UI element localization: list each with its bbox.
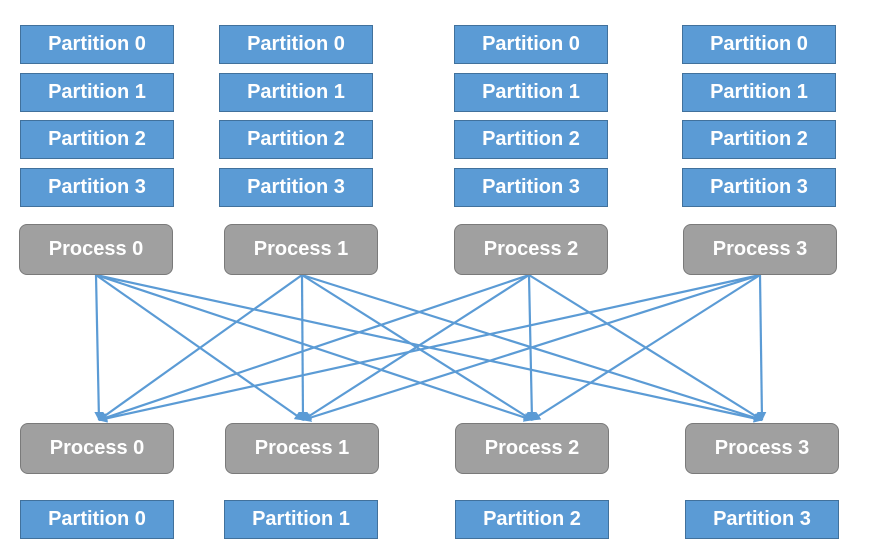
source-1-partition-3: Partition 3 xyxy=(219,168,373,207)
source-2-partition-3: Partition 3 xyxy=(454,168,608,207)
source-process-2: Process 2 xyxy=(454,224,608,275)
arrow-process-3-to-process-2 xyxy=(531,274,761,421)
arrow-process-1-to-process-1 xyxy=(298,274,308,421)
arrow-process-3-to-process-3 xyxy=(757,274,767,421)
target-partition-2: Partition 2 xyxy=(455,500,609,539)
target-process-1: Process 1 xyxy=(225,423,379,474)
arrow-process-3-to-process-0 xyxy=(98,273,761,423)
arrow-process-2-to-process-1 xyxy=(302,274,530,421)
source-3-partition-1: Partition 1 xyxy=(682,73,836,112)
target-partition-1: Partition 1 xyxy=(224,500,378,539)
source-1-partition-2: Partition 2 xyxy=(219,120,373,159)
arrow-process-2-to-process-0 xyxy=(98,273,530,422)
source-0-partition-0: Partition 0 xyxy=(20,25,174,64)
source-0-partition-2: Partition 2 xyxy=(20,120,174,159)
source-3-partition-3: Partition 3 xyxy=(682,168,836,207)
source-process-3: Process 3 xyxy=(683,224,837,275)
source-process-0: Process 0 xyxy=(19,224,173,275)
source-1-partition-1: Partition 1 xyxy=(219,73,373,112)
source-0-partition-3: Partition 3 xyxy=(20,168,174,207)
target-partition-0: Partition 0 xyxy=(20,500,174,539)
target-partition-3: Partition 3 xyxy=(685,500,839,539)
source-0-partition-1: Partition 1 xyxy=(20,73,174,112)
arrow-process-0-to-process-0 xyxy=(94,274,104,421)
arrow-process-1-to-process-0 xyxy=(98,274,303,421)
arrow-process-3-to-process-1 xyxy=(302,273,761,422)
target-process-3: Process 3 xyxy=(685,423,839,474)
source-1-partition-0: Partition 0 xyxy=(219,25,373,64)
source-process-1: Process 1 xyxy=(224,224,378,275)
source-2-partition-1: Partition 1 xyxy=(454,73,608,112)
source-2-partition-0: Partition 0 xyxy=(454,25,608,64)
source-3-partition-0: Partition 0 xyxy=(682,25,836,64)
source-2-partition-2: Partition 2 xyxy=(454,120,608,159)
target-process-0: Process 0 xyxy=(20,423,174,474)
source-3-partition-2: Partition 2 xyxy=(682,120,836,159)
target-process-2: Process 2 xyxy=(455,423,609,474)
